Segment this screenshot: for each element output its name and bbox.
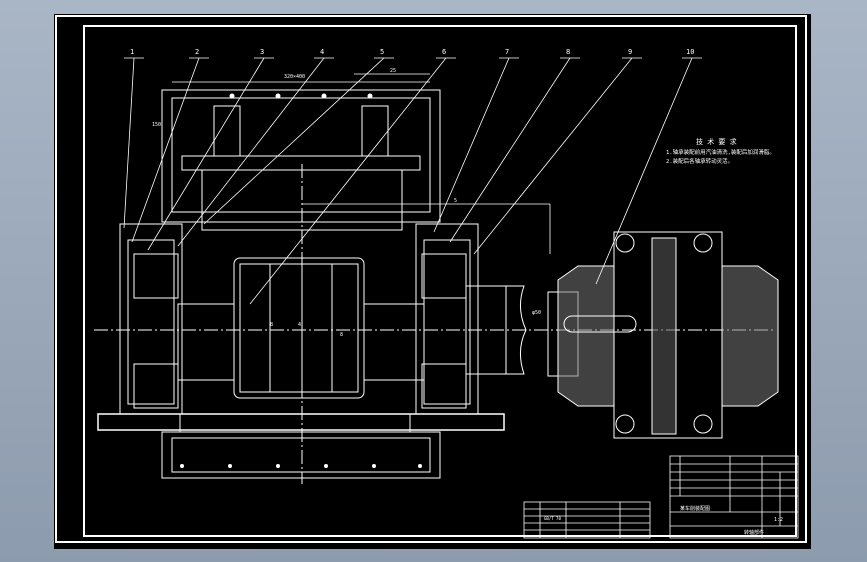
leader-lines: [123, 57, 702, 305]
dim-left: 150: [152, 122, 161, 128]
dim-center-2: 4: [298, 322, 301, 328]
left-bearing-housing: [119, 223, 183, 415]
base-plate: [97, 413, 505, 431]
right-bearing-housing: [415, 223, 479, 415]
title-block-scale: 1:2: [774, 517, 783, 523]
dim-center-3: 8: [340, 332, 343, 338]
assembly-drawing: 1 2 3 4 5 6 7 8 9 10 320×400 25 150 5 φ5…: [55, 15, 807, 543]
inner-frame: [83, 25, 797, 537]
dim-center-1: 8: [270, 322, 273, 328]
bolt-holes: [180, 93, 422, 468]
balloon-9: 9: [628, 48, 632, 56]
balloon-2: 2: [195, 48, 199, 56]
bom-std: GB/T 70: [544, 516, 561, 521]
balloon-3: 3: [260, 48, 264, 56]
bom-left-table: [523, 501, 651, 539]
balloon-1: 1: [130, 48, 134, 56]
outer-frame: [55, 15, 807, 543]
coupling: [557, 231, 779, 439]
dim-right: 5: [454, 198, 457, 204]
bottom-casing: [161, 413, 441, 479]
tech-req-2: 2.装配后各轴承转动灵活。: [666, 157, 733, 165]
balloon-10: 10: [686, 48, 694, 56]
balloon-8: 8: [566, 48, 570, 56]
top-casing: [161, 89, 441, 231]
title-block-subtitle: 转轴部件: [744, 529, 764, 536]
dim-top-2: 25: [390, 68, 396, 74]
balloon-5: 5: [380, 48, 384, 56]
title-block-name: 某车削装配图: [680, 505, 710, 512]
balloon-7: 7: [505, 48, 509, 56]
dim-top-1: 320×400: [284, 74, 305, 80]
tech-req-title: 技 术 要 求: [696, 137, 737, 146]
drawing-sheet: 1 2 3 4 5 6 7 8 9 10 320×400 25 150 5 φ5…: [54, 14, 811, 549]
title-block-table: [669, 455, 799, 539]
roller-drum: [233, 257, 365, 399]
balloon-6: 6: [442, 48, 446, 56]
dimension-lines: [172, 73, 551, 254]
main-shaft: [177, 285, 579, 381]
tech-req-1: 1.轴承装配前用汽油清洗,装配后加润滑脂。: [666, 148, 775, 156]
dim-shaft: φ50: [532, 310, 541, 316]
balloon-4: 4: [320, 48, 324, 56]
